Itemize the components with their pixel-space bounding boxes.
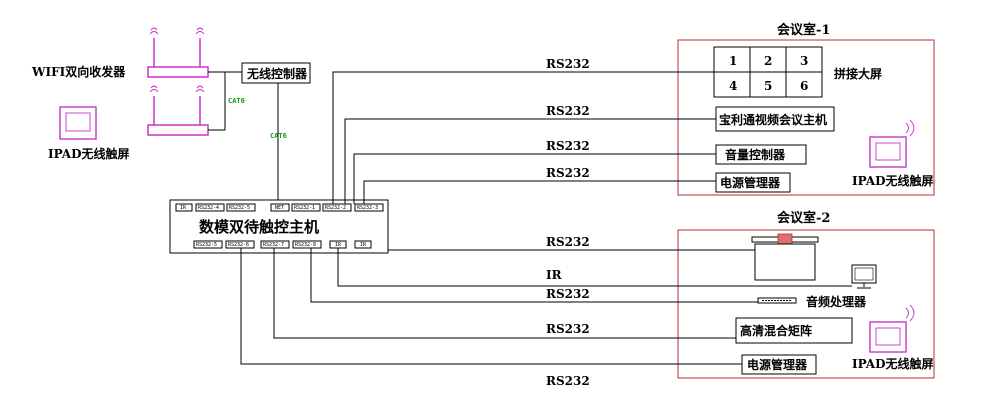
video-host-label: 宝利通视频会议主机 xyxy=(719,112,827,127)
wifi-transceiver-label: WIFI双向收发器 xyxy=(31,64,126,79)
cat6-label-2: CAT6 xyxy=(270,132,287,140)
svg-text:RS232-4: RS232-4 xyxy=(198,205,219,211)
power-manager-1-box xyxy=(715,172,791,193)
svg-text:RS232-7: RS232-7 xyxy=(263,242,284,248)
svg-text:RS232-8: RS232-8 xyxy=(295,242,316,248)
cat6-label-1: CAT6 xyxy=(228,97,245,105)
svg-text:RS232-6: RS232-6 xyxy=(228,242,249,248)
main-host-top-ports: IR RS232-4 RS232-5 NET RS232-1 RS232-2 R… xyxy=(175,203,384,212)
svg-text:RS232-1: RS232-1 xyxy=(294,205,315,211)
ipad-left-icon xyxy=(59,106,97,140)
wire-label: RS232 xyxy=(546,287,590,301)
ipad-room1-icon xyxy=(869,119,915,168)
svg-text:RS232-5: RS232-5 xyxy=(229,205,250,211)
wifi-transceiver-2 xyxy=(147,124,209,136)
wire-power-manager-2 xyxy=(240,248,742,365)
room2-title: 会议室-2 xyxy=(777,210,830,226)
wire-splice-screen xyxy=(332,71,714,204)
wifi-transceiver-1 xyxy=(147,66,209,78)
audio-processor-label: 音频处理器 xyxy=(806,294,867,309)
wireless-controller-box xyxy=(241,62,311,84)
splice-screen-label: 拼接大屏 xyxy=(834,66,882,81)
svg-text:IR: IR xyxy=(335,242,342,248)
monitor-icon xyxy=(851,264,877,289)
wire-audio-processor xyxy=(310,248,758,303)
wire-label: RS232 xyxy=(546,374,590,388)
hd-matrix-box xyxy=(735,317,853,344)
wifi-transceiver-group xyxy=(147,27,209,136)
hd-matrix-label: 高清混合矩阵 xyxy=(740,323,812,338)
projection-screen-icon xyxy=(751,233,819,281)
svg-text:1: 1 xyxy=(729,54,737,68)
ipad-left-label: IPAD无线触屏 xyxy=(48,146,129,161)
wire-label: RS232 xyxy=(546,235,590,249)
svg-text:IR: IR xyxy=(360,242,367,248)
wire-volume-controller xyxy=(353,153,716,204)
power-manager-2-label: 电源管理器 xyxy=(747,357,808,372)
wire-label: RS232 xyxy=(546,104,590,118)
wire-video-host xyxy=(344,118,716,204)
wire-label: IR xyxy=(546,268,563,282)
video-host-box xyxy=(715,106,835,132)
ipad-room2-label: IPAD无线触屏 xyxy=(852,356,933,371)
room1-title: 会议室-1 xyxy=(777,22,830,38)
svg-text:3: 3 xyxy=(800,54,808,68)
ipad-room2-icon xyxy=(869,304,915,353)
svg-text:5: 5 xyxy=(764,79,772,93)
svg-text:RS232-2: RS232-2 xyxy=(325,205,346,211)
wire-monitor-ir xyxy=(337,248,852,287)
ipad-room1-label: IPAD无线触屏 xyxy=(852,173,933,188)
wireless-controller-label: 无线控制器 xyxy=(246,66,308,81)
svg-text:RS232-5: RS232-5 xyxy=(196,242,217,248)
wire-hd-matrix xyxy=(273,248,736,339)
volume-controller-label: 音量控制器 xyxy=(725,147,786,162)
svg-text:RS232-3: RS232-3 xyxy=(357,205,378,211)
svg-text:IR: IR xyxy=(180,205,187,211)
room2-border xyxy=(677,229,935,379)
wire-label: RS232 xyxy=(546,57,590,71)
main-host-bottom-ports: RS232-5 RS232-6 RS232-7 RS232-8 IR IR xyxy=(193,240,372,249)
wire-power-manager-1 xyxy=(363,180,716,204)
room1-border xyxy=(677,39,935,196)
svg-text:2: 2 xyxy=(764,54,772,68)
splice-screen-grid: 1 2 3 4 5 6 xyxy=(713,46,823,98)
main-host-label: 数模双待触控主机 xyxy=(199,218,319,236)
wire-label: RS232 xyxy=(546,166,590,180)
svg-text:6: 6 xyxy=(800,79,808,93)
wire-label: RS232 xyxy=(546,139,590,153)
wifi-link-wire xyxy=(208,71,226,131)
audio-processor-device xyxy=(757,297,797,304)
svg-text:NET: NET xyxy=(275,205,284,211)
wire-label: RS232 xyxy=(546,322,590,336)
power-manager-1-label: 电源管理器 xyxy=(720,175,781,190)
svg-text:4: 4 xyxy=(729,79,737,93)
